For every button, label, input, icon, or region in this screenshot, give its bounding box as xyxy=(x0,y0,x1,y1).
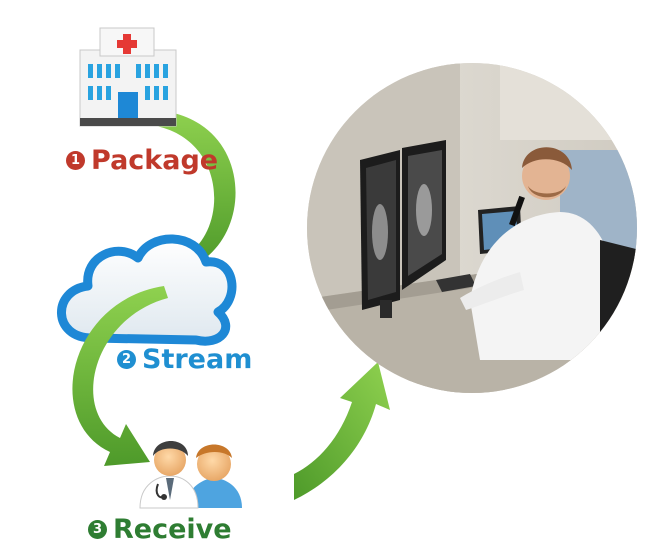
arrow-package-to-stream xyxy=(140,109,236,269)
step-title: Receive xyxy=(113,514,232,545)
step-title: Stream xyxy=(142,344,253,375)
step-receive-label: 3 Receive xyxy=(88,516,232,543)
step-number-badge: 3 xyxy=(88,520,107,539)
doctor-patient-icon xyxy=(139,441,242,509)
radiologist-workstation-photo xyxy=(307,63,637,393)
arrow-stream-to-receive xyxy=(72,286,168,466)
step-title: Package xyxy=(91,145,219,176)
step-package-label: 1 Package xyxy=(66,147,218,174)
arrow-receive-to-photo xyxy=(294,362,390,500)
step-number-badge: 1 xyxy=(66,151,85,170)
hospital-icon xyxy=(79,27,177,127)
step-number-badge: 2 xyxy=(117,350,136,369)
step-stream-label: 2 Stream xyxy=(117,346,252,373)
